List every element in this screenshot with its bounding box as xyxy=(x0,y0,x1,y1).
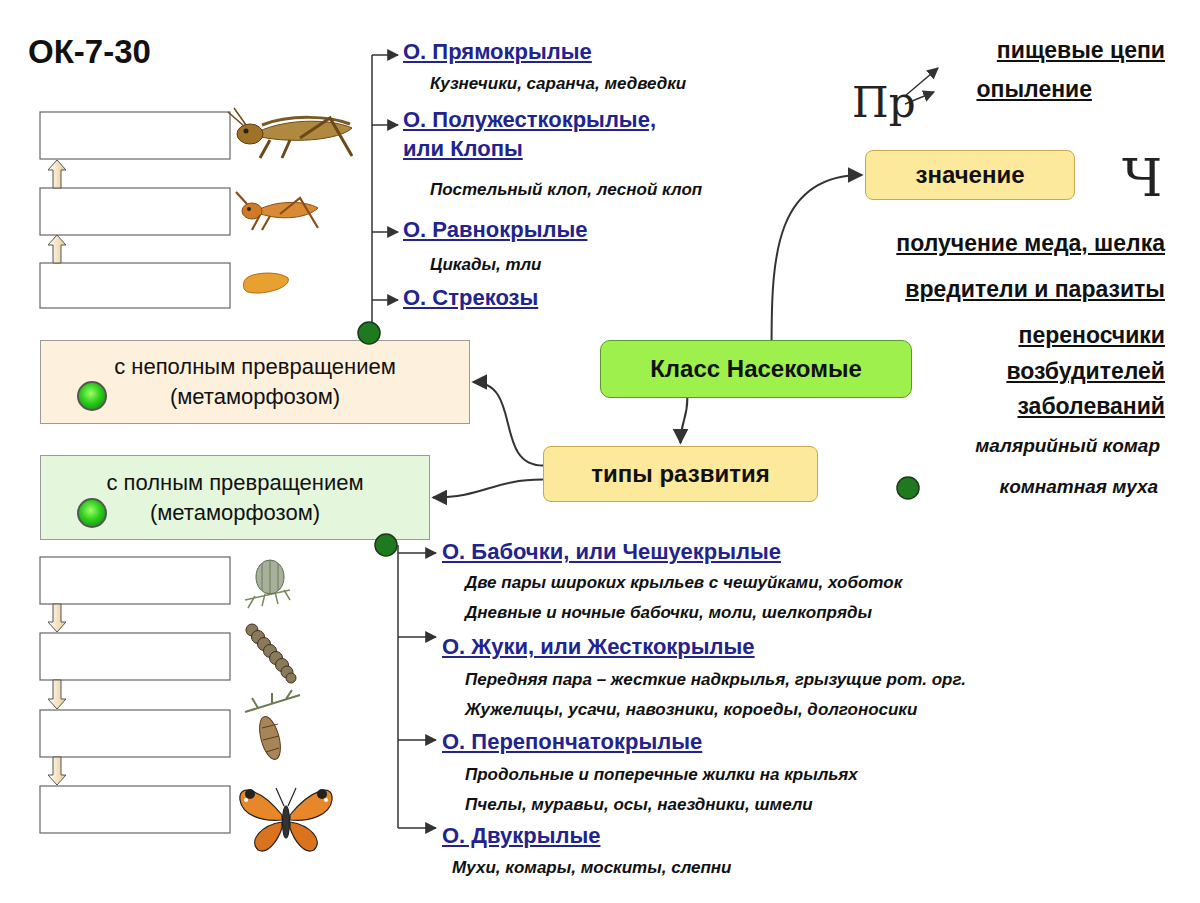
order-name: О. Бабочки, или Чешуекрылые xyxy=(442,538,781,567)
connector-arrow xyxy=(772,175,862,340)
development-type-box: с полным превращением (метаморфозом) xyxy=(40,455,430,540)
connector-arrow xyxy=(433,480,543,498)
diagram-title: ОК-7-30 xyxy=(28,33,151,71)
handwritten-note: Пр xyxy=(852,78,916,127)
order-note: Дневные и ночные бабочки, моли, шелкопря… xyxy=(465,603,872,623)
order-name: О. Жуки, или Жесткокрылые xyxy=(442,633,755,662)
green-dot xyxy=(358,322,919,556)
development-type-box: с неполным превращением (метаморфозом) xyxy=(40,340,470,424)
order-note: Две пары широких крыльев с чешуйками, хо… xyxy=(465,573,902,593)
order-note: Жужелицы, усачи, навозники, короеды, дол… xyxy=(465,700,917,720)
grasshopper-picture xyxy=(228,108,352,158)
order-name: О. Перепончатокрылые xyxy=(442,728,702,757)
pupa-picture xyxy=(245,690,300,762)
category-box: значение xyxy=(865,150,1075,200)
order-note: Продольные и поперечные жилки на крыльях xyxy=(465,765,858,785)
node-text: с неполным превращением (метаморфозом) xyxy=(105,352,405,411)
node-text: Класс Насекомые xyxy=(650,353,862,385)
category-box: типы развития xyxy=(543,446,818,502)
order-note: Постельный клоп, лесной клоп xyxy=(430,180,702,200)
connector-arrow xyxy=(473,382,543,466)
significance-item: вредители и паразиты xyxy=(905,272,1165,308)
connector-arrow xyxy=(681,398,688,443)
node-text: типы развития xyxy=(591,458,769,490)
significance-item: переносчики возбудителей заболеваний xyxy=(945,318,1165,425)
bracket-line xyxy=(372,55,938,828)
green-dot xyxy=(77,381,107,411)
class-box: Класс Насекомые xyxy=(600,340,912,398)
butterfly-egg-picture xyxy=(245,560,290,608)
caterpillar-picture xyxy=(246,624,296,683)
example-note: малярийный комар xyxy=(975,435,1160,457)
significance-item: пищевые цепи xyxy=(997,33,1165,69)
handwritten-note: Ч xyxy=(1122,148,1162,208)
order-note: Пчелы, муравьи, осы, наездники, шмели xyxy=(465,795,813,815)
order-name: О. Полужесткокрылые, или Клопы xyxy=(403,106,688,163)
nymph-picture xyxy=(236,192,318,230)
order-note: Кузнечики, саранча, медведки xyxy=(430,74,686,94)
green-dot xyxy=(77,498,107,528)
example-note: комнатная муха xyxy=(1000,476,1158,498)
order-note: Мухи, комары, москиты, слепни xyxy=(452,858,732,878)
node-text: с полным превращением (метаморфозом) xyxy=(95,468,375,527)
significance-item: получение меда, шелка xyxy=(896,226,1165,262)
butterfly-picture xyxy=(240,788,332,851)
order-name: О. Равнокрылые xyxy=(403,216,587,245)
significance-item: опыление xyxy=(976,72,1092,108)
order-name: О. Двукрылые xyxy=(442,822,600,851)
egg-picture xyxy=(243,273,288,293)
node-text: значение xyxy=(915,159,1024,191)
order-note: Цикады, тли xyxy=(430,255,541,275)
order-name: О. Прямокрылые xyxy=(403,38,592,67)
order-note: Передняя пара – жесткие надкрылья, грызу… xyxy=(465,670,966,690)
order-name: О. Стрекозы xyxy=(403,284,538,313)
